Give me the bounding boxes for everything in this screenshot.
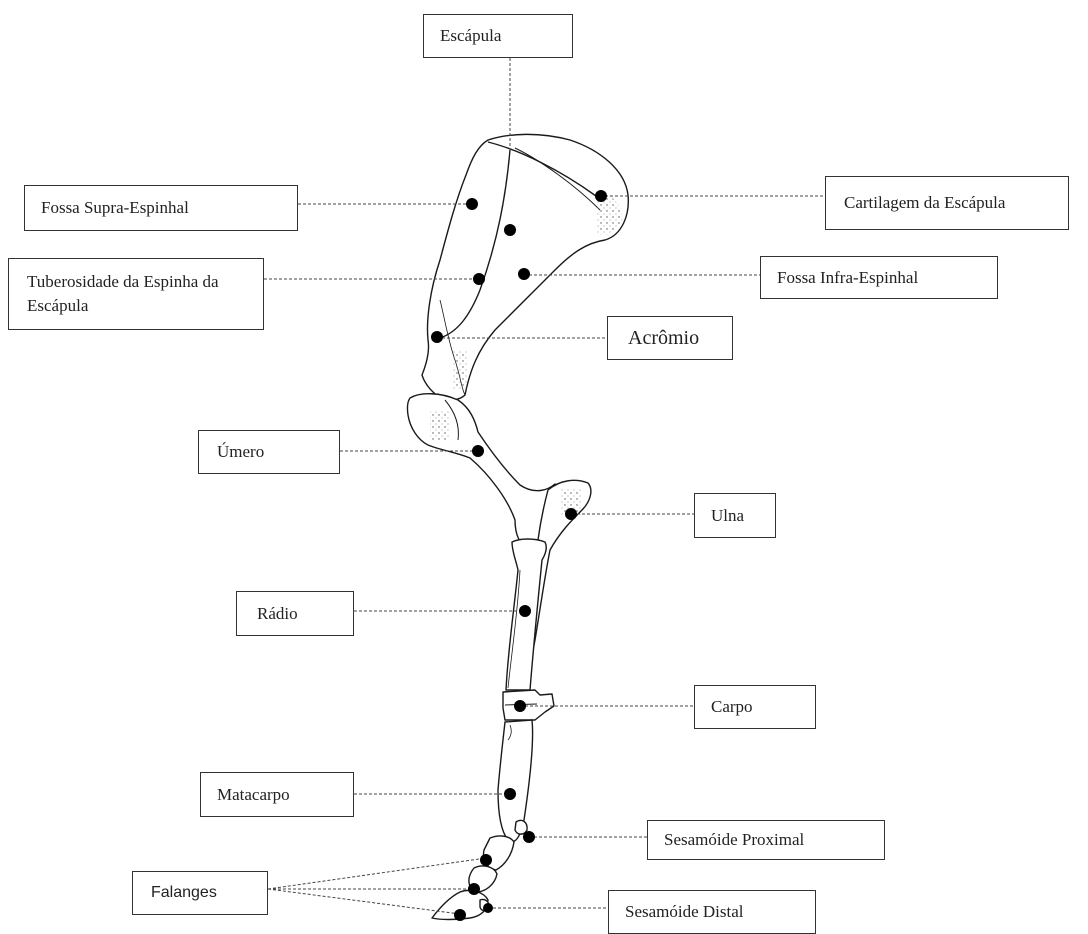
- label-carpo: Carpo: [694, 685, 816, 729]
- humerus-bone: [406, 393, 559, 549]
- carpus-bones: [502, 689, 555, 721]
- label-tuberosidade: Tuberosidade da Espinha da Escápula: [8, 258, 264, 330]
- label-sesamoide-proximal: Sesamóide Proximal: [647, 820, 885, 860]
- marker-falange-2: [468, 883, 480, 895]
- marker-falange-3: [454, 909, 466, 921]
- label-ulna: Ulna: [694, 493, 776, 538]
- label-sesamoide-distal: Sesamóide Distal: [608, 890, 816, 934]
- phalanx-distal: [431, 889, 489, 921]
- markers: [431, 190, 607, 921]
- marker-acromio: [431, 331, 443, 343]
- label-fossa-supra-espinhal: Fossa Supra-Espinhal: [24, 185, 298, 231]
- marker-umero: [472, 445, 484, 457]
- marker-spine: [504, 224, 516, 236]
- marker-radio: [519, 605, 531, 617]
- label-acromio: Acrômio: [607, 316, 733, 360]
- label-radio: Rádio: [236, 591, 354, 636]
- marker-matacarpo: [504, 788, 516, 800]
- label-cartilagem-da-escapula: Cartilagem da Escápula: [825, 176, 1069, 230]
- marker-sesamoide-proximal: [523, 831, 535, 843]
- label-escapula: Escápula: [423, 14, 573, 58]
- marker-ulna: [565, 508, 577, 520]
- marker-cartilagem: [595, 190, 607, 202]
- marker-falange-1: [480, 854, 492, 866]
- label-falanges: Falanges: [132, 871, 268, 915]
- marker-carpo: [514, 700, 526, 712]
- bones: [406, 133, 629, 921]
- label-umero: Úmero: [198, 430, 340, 474]
- marker-sesamoide-distal: [483, 903, 493, 913]
- marker-fossa-infra: [518, 268, 530, 280]
- leader-lines: [264, 58, 825, 915]
- label-matacarpo: Matacarpo: [200, 772, 354, 817]
- marker-tuberosidade: [473, 273, 485, 285]
- sesamoid-proximal-bone: [514, 819, 528, 835]
- label-fossa-infra-espinhal: Fossa Infra-Espinhal: [760, 256, 998, 299]
- marker-fossa-supra: [466, 198, 478, 210]
